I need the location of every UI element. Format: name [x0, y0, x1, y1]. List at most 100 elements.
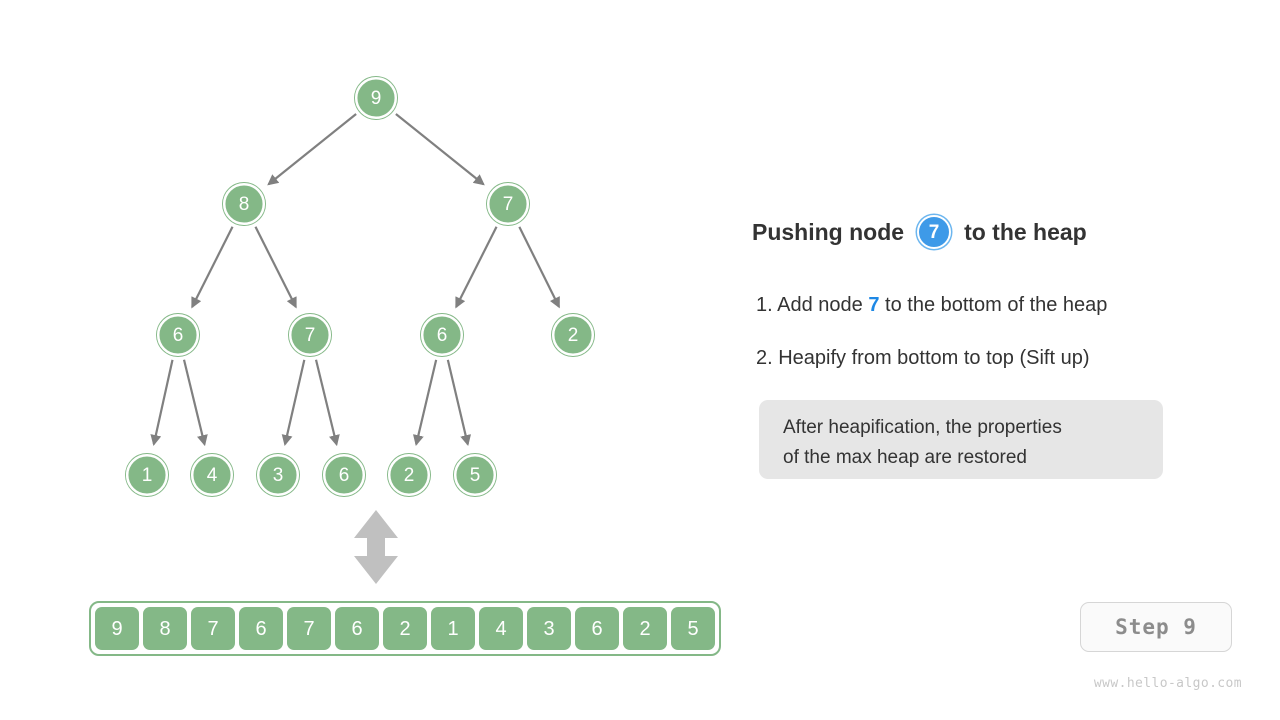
- tree-edge: [254, 226, 297, 309]
- array-cell-box: [671, 607, 715, 650]
- tree-node-ring: [256, 453, 300, 497]
- tree-edge: [446, 359, 472, 447]
- tree-node-label: 7: [305, 325, 316, 346]
- array-cell-box: [335, 607, 379, 650]
- tree-node-label: 6: [437, 325, 448, 346]
- tree-node-ring: [453, 453, 497, 497]
- tree-node-ring: [486, 182, 530, 226]
- array-cell-label: 2: [399, 618, 410, 640]
- tree-node-ring: [156, 313, 200, 357]
- array-cell-label: 9: [111, 618, 122, 640]
- array-cell: 7: [191, 607, 235, 650]
- tree-edge: [518, 226, 560, 309]
- array-cell-label: 7: [303, 618, 314, 640]
- tree-node: 3: [256, 453, 300, 497]
- step-indicator: Step 9: [1080, 602, 1232, 652]
- array-cell: 2: [383, 607, 427, 650]
- tree-node-ring: [222, 182, 266, 226]
- tree-node-circle: [486, 182, 530, 226]
- instruction-step-1: 1. Add node 7 to the bottom of the heap: [756, 294, 1107, 317]
- tree-node-circle: [354, 76, 398, 120]
- headline-prefix: Pushing node: [752, 218, 905, 245]
- tree-node: 7: [486, 182, 530, 226]
- array-cell-label: 5: [687, 618, 698, 640]
- tree-node: 6: [156, 313, 200, 357]
- array-cell: 6: [239, 607, 283, 650]
- tree-edge: [314, 359, 340, 447]
- headline: Pushing node 7 to the heap: [752, 215, 1087, 249]
- step-1-after: to the bottom of the heap: [885, 294, 1108, 316]
- note-line-2: of the max heap are restored: [783, 447, 1027, 468]
- array-cell-box: [527, 607, 571, 650]
- tree-node-label: 9: [371, 88, 382, 109]
- tree-node-label: 7: [503, 194, 514, 215]
- tree-node-circle: [190, 453, 234, 497]
- tree-node-circle: [420, 313, 464, 357]
- updown-arrow-icon: [354, 510, 398, 584]
- array-cell: 6: [335, 607, 379, 650]
- tree-node-label: 3: [273, 465, 284, 486]
- tree-node-label: 5: [470, 465, 481, 486]
- array-cell: 5: [671, 607, 715, 650]
- tree-node-ring: [387, 453, 431, 497]
- array-cell-box: [431, 607, 475, 650]
- tree-node: 6: [420, 313, 464, 357]
- tree-node-circle: [453, 453, 497, 497]
- tree-node-label: 6: [339, 465, 350, 486]
- tree-node-circle: [125, 453, 169, 497]
- array-cell-label: 7: [207, 618, 218, 640]
- tree-node-ring: [354, 76, 398, 120]
- tree-node-ring: [551, 313, 595, 357]
- tree-edge: [281, 359, 306, 447]
- step-indicator-label: Step 9: [1115, 615, 1197, 639]
- array-cell-label: 8: [159, 618, 170, 640]
- array-cell-label: 4: [495, 618, 506, 640]
- tree-edge: [267, 113, 357, 186]
- tree-nodes: 9 8 7 6 7 6 2 1 4 3 6 2 5: [125, 76, 595, 497]
- tree-node-label: 2: [404, 465, 415, 486]
- array-cell-box: [575, 607, 619, 650]
- array-cell-box: [479, 607, 523, 650]
- array-cell-label: 3: [543, 618, 554, 640]
- tree-node-circle: [387, 453, 431, 497]
- instruction-step-2: 2. Heapify from bottom to top (Sift up): [756, 347, 1090, 369]
- tree-node-circle: [156, 313, 200, 357]
- headline-node-badge: 7: [917, 215, 952, 249]
- step-1-highlight-value: 7: [868, 294, 880, 316]
- note-callout: After heapification, the properties of t…: [759, 400, 1163, 479]
- array-cell: 8: [143, 607, 187, 650]
- tree-edge: [412, 359, 438, 447]
- array-cell: 6: [575, 607, 619, 650]
- tree-edge: [182, 359, 208, 447]
- tree-node-label: 2: [568, 325, 579, 346]
- array-cell-box: [239, 607, 283, 650]
- watermark: www.hello-algo.com: [1093, 676, 1242, 691]
- array-cell-label: 6: [255, 618, 266, 640]
- array-cell-box: [191, 607, 235, 650]
- tree-edge: [395, 113, 485, 186]
- tree-node-circle: [322, 453, 366, 497]
- tree-node: 9: [354, 76, 398, 120]
- array-cell: 2: [623, 607, 667, 650]
- array-cell-box: [95, 607, 139, 650]
- tree-node: 4: [190, 453, 234, 497]
- array-cell: 4: [479, 607, 523, 650]
- step-1-number: 1.: [756, 294, 773, 316]
- step-1-before: Add node: [777, 294, 863, 316]
- tree-node-circle: [288, 313, 332, 357]
- tree-node: 2: [551, 313, 595, 357]
- array-cell: 1: [431, 607, 475, 650]
- tree-edge: [455, 226, 498, 309]
- tree-node-label: 6: [173, 325, 184, 346]
- array-cell-label: 2: [639, 618, 650, 640]
- tree-node: 5: [453, 453, 497, 497]
- tree-node-label: 4: [207, 465, 218, 486]
- array-cell-label: 1: [447, 618, 458, 640]
- tree-node: 1: [125, 453, 169, 497]
- tree-node-circle: [222, 182, 266, 226]
- tree-node-circle: [256, 453, 300, 497]
- tree-node: 8: [222, 182, 266, 226]
- tree-node-ring: [322, 453, 366, 497]
